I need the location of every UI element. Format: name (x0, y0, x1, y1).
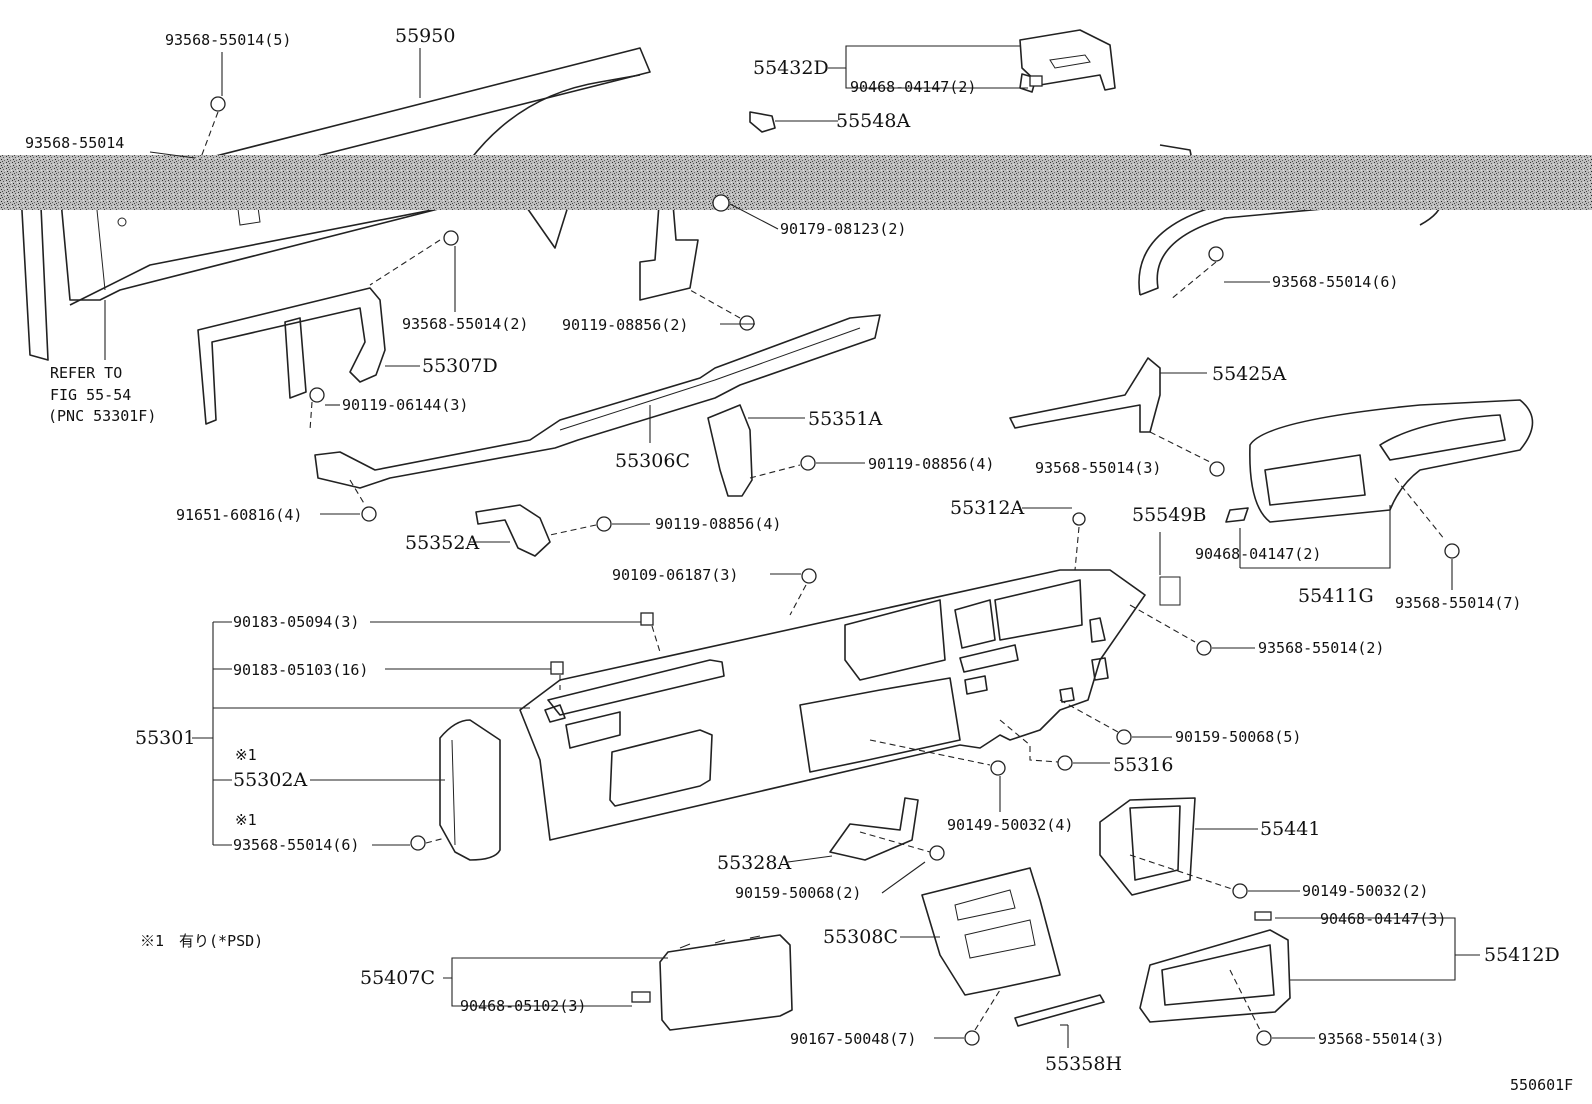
label-55407C: 55407C (360, 967, 435, 989)
leader-lines (104, 45, 1480, 1048)
bracket-55307D (197, 287, 386, 425)
label-93568-55014-2-right: 93568-55014(2) (1258, 639, 1384, 657)
label-90159-50068-5: 90159-50068(5) (1175, 728, 1301, 746)
label-90183-05094-3: 90183-05094(3) (233, 613, 359, 631)
label-55412D: 55412D (1484, 944, 1560, 966)
side-pad-55302A (439, 719, 501, 861)
label-55351A: 55351A (808, 408, 882, 430)
label-55548A: 55548A (836, 110, 910, 132)
label-55441: 55441 (1260, 818, 1320, 840)
bracket-55328A (829, 797, 919, 861)
label-93568-55014-5: 93568-55014(5) (165, 31, 291, 49)
label-55312A: 55312A (950, 497, 1024, 519)
label-90149-50032-2: 90149-50032(2) (1302, 882, 1428, 900)
label-55425A: 55425A (1212, 363, 1286, 385)
label-55411G: 55411G (1298, 585, 1374, 607)
bracket-55425A (1009, 357, 1161, 433)
label-55432D: 55432D (753, 57, 829, 79)
label-55306C: 55306C (615, 450, 690, 472)
label-90167-50048-7: 90167-50048(7) (790, 1030, 916, 1048)
label-55328A: 55328A (717, 852, 791, 874)
label-90468-04147-3: 90468-04147(3) (1320, 910, 1446, 928)
label-90468-04147-2-top: 90468-04147(2) (850, 78, 976, 96)
label-90159-50068-2: 90159-50068(2) (735, 884, 861, 902)
note-psd: ※1 有り(*PSD) (140, 932, 263, 950)
strip-55358H (1014, 994, 1105, 1027)
figure-code: 550601F (1510, 1076, 1573, 1094)
label-93568-55014-3-upper: 93568-55014(3) (1035, 459, 1161, 477)
bracket-55351A (707, 404, 753, 497)
label-90119-08856-4-upper: 90119-08856(4) (868, 455, 994, 473)
part-labels: 55950 93568-55014(5) 93568-55014 55432D … (25, 25, 1573, 1094)
label-55308C: 55308C (823, 926, 898, 948)
label-55302A: 55302A (233, 769, 307, 791)
box-55441 (1099, 797, 1196, 896)
label-note-mark-2: ※1 (235, 811, 257, 829)
label-90468-04147-2-right: 90468-04147(2) (1195, 545, 1321, 563)
cluster-panel-55411G (1225, 399, 1534, 523)
label-55352A: 55352A (405, 532, 479, 554)
label-93568-55014: 93568-55014 (25, 134, 124, 152)
label-93568-55014-2-left: 93568-55014(2) (402, 315, 528, 333)
label-55358H: 55358H (1045, 1053, 1122, 1075)
bracket-55352A (475, 504, 551, 557)
steering-member-55306C (314, 314, 881, 489)
label-93568-55014-3-lower: 93568-55014(3) (1318, 1030, 1444, 1048)
label-93568-55014-6-left: 93568-55014(6) (233, 836, 359, 854)
label-refer-to: REFER TO (50, 364, 122, 382)
glovebox-door-55407C (659, 934, 793, 1031)
label-note-mark-1: ※1 (235, 746, 257, 764)
instrument-panel-55301 (519, 569, 1146, 841)
bezel-55412D (1139, 929, 1291, 1023)
label-55316: 55316 (1113, 754, 1173, 776)
label-pnc-53301f: (PNC 53301F) (48, 407, 156, 425)
label-90119-08856-4-lower: 90119-08856(4) (655, 515, 781, 533)
label-90109-06187-3: 90109-06187(3) (612, 566, 738, 584)
label-fig-55-54: FIG 55-54 (50, 386, 131, 404)
fasteners (210, 75, 1460, 1046)
label-93568-55014-6-top: 93568-55014(6) (1272, 273, 1398, 291)
label-90179-08123-2: 90179-08123(2) (780, 220, 906, 238)
label-90119-06144-3: 90119-06144(3) (342, 396, 468, 414)
label-93568-55014-7: 93568-55014(7) (1395, 594, 1521, 612)
label-91651-60816-4: 91651-60816(4) (176, 506, 302, 524)
label-90119-08856-2: 90119-08856(2) (562, 316, 688, 334)
label-90183-05103-16: 90183-05103(16) (233, 661, 368, 679)
label-55549B: 55549B (1132, 504, 1206, 526)
bracket-plate-55308C (921, 867, 1061, 996)
label-55301: 55301 (135, 727, 195, 749)
label-55307D: 55307D (422, 355, 498, 377)
scan-noise-band (0, 155, 1592, 210)
label-90149-50032-4: 90149-50032(4) (947, 816, 1073, 834)
clip-55548A (749, 111, 776, 133)
label-55950: 55950 (395, 25, 455, 47)
label-90468-05102-3: 90468-05102(3) (460, 997, 586, 1015)
